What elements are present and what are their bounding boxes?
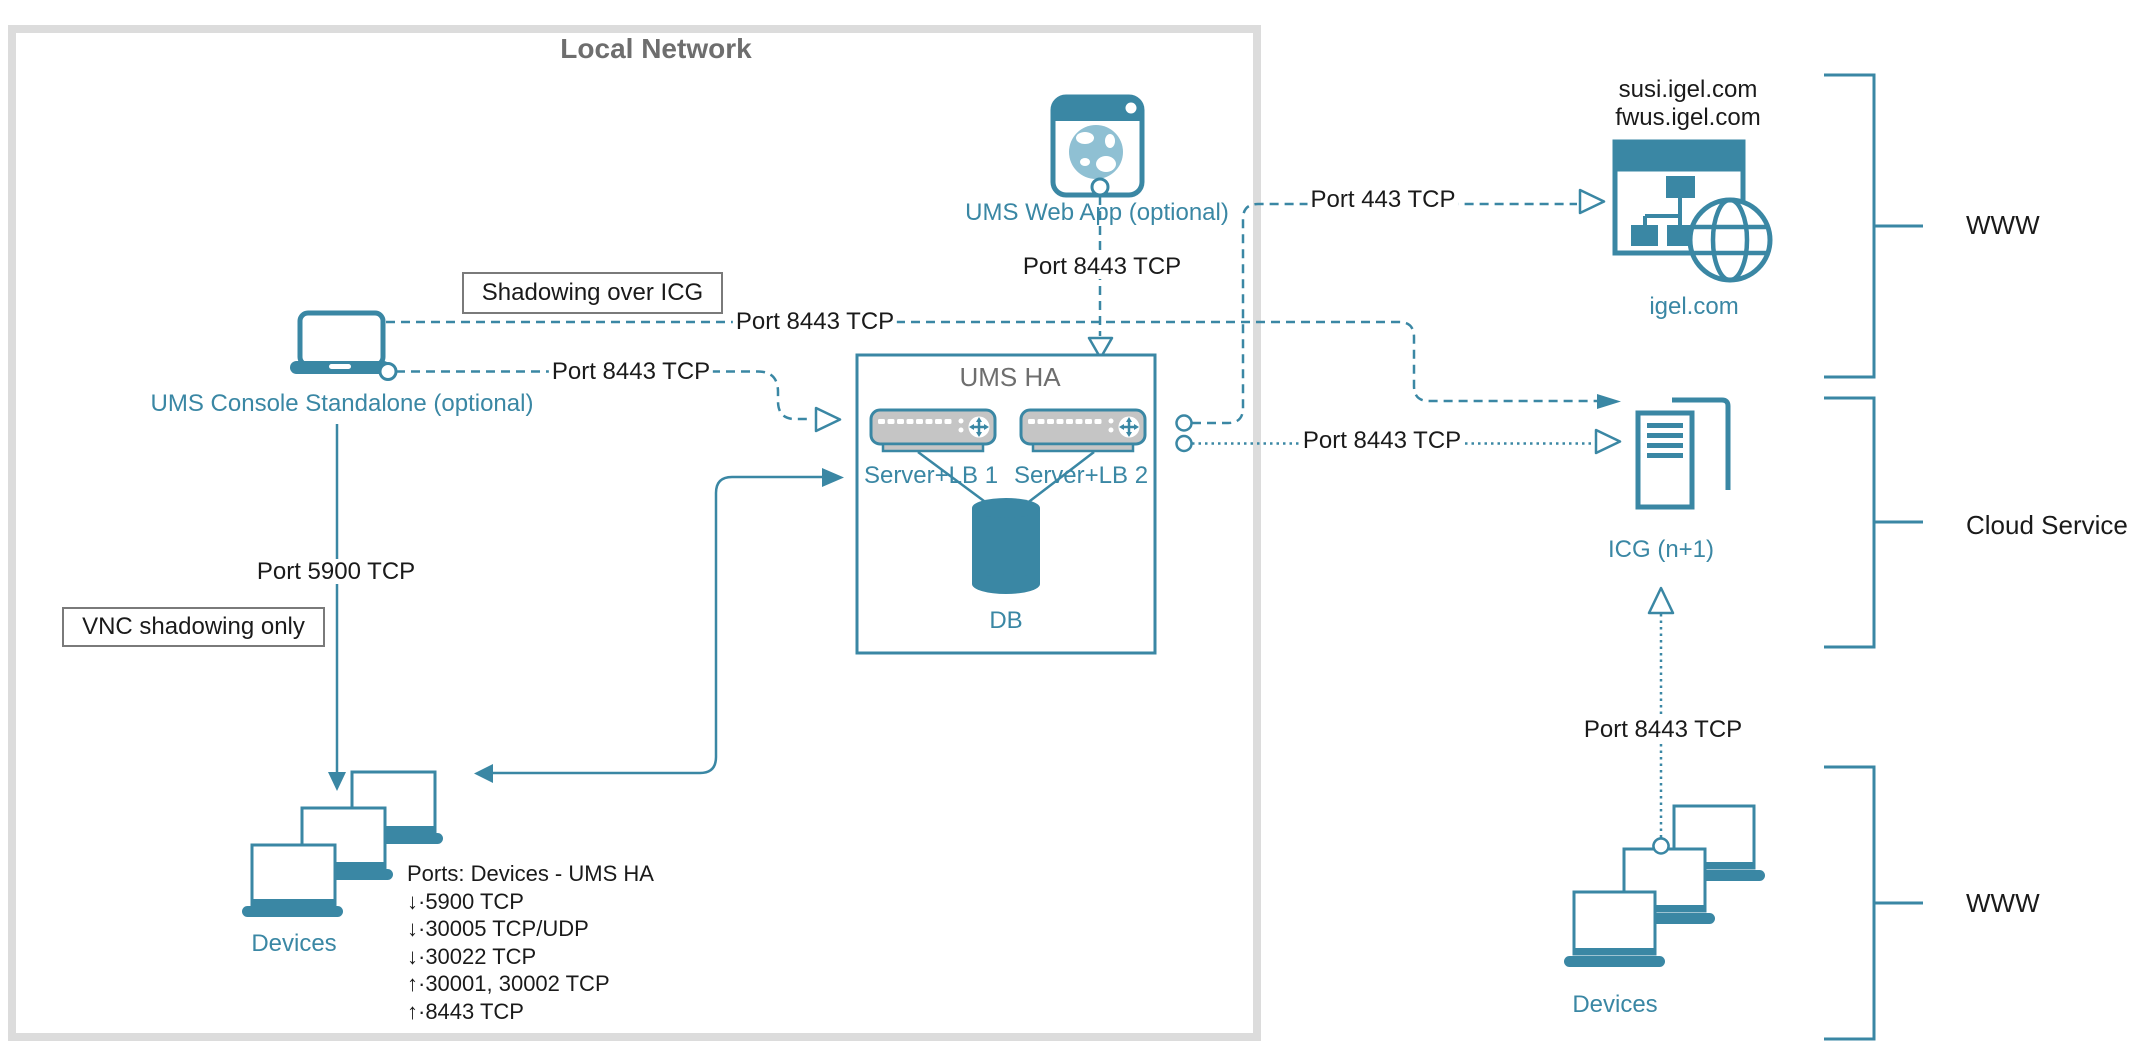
edge-console-to-icg-dashed: [386, 320, 1621, 409]
callout-shadowing-over-icg: Shadowing over ICG: [462, 272, 723, 314]
edge-ums-ha-to-icg-dotted: [1175, 428, 1622, 455]
edge-console-to-devices: [328, 424, 346, 791]
ums-console-label: UMS Console Standalone (optional): [150, 390, 534, 417]
igel-domain-susi: susi.igel.com: [1618, 76, 1758, 103]
port-label-devices-icg: Port 8443 TCP: [1580, 717, 1746, 742]
igel-domain-fwus: fwus.igel.com: [1615, 104, 1761, 131]
icg-icon: [1635, 397, 1731, 510]
local-network-title: Local Network: [560, 33, 752, 64]
ports-note-line: ↑·30001, 30002 TCP: [407, 971, 610, 996]
callout-vnc-shadowing-only: VNC shadowing only: [62, 607, 325, 647]
ums-web-app-label: UMS Web App (optional): [965, 199, 1229, 226]
callout-shadowing-text: Shadowing over ICG: [481, 279, 704, 306]
igel-com-icon: [1612, 139, 1773, 283]
ports-note-line: ↑·8443 TCP: [407, 998, 524, 1024]
edge-ums-ha-to-igel-dashed: [1175, 188, 1606, 432]
laptop-icon: [1564, 890, 1665, 967]
ports-note-line: ↓·30022 TCP: [407, 943, 537, 969]
globe-icon: [1687, 197, 1773, 283]
edge-console-to-ums-ha-dashed: [396, 370, 842, 433]
devices-local-label: Devices: [251, 930, 337, 957]
bracket-www-top: [1824, 73, 1923, 379]
server-lb2-icon: [1019, 408, 1147, 453]
zone-www-bottom-label: WWW: [1966, 888, 2040, 918]
database-icon: [972, 498, 1040, 594]
server-lb1-icon: [869, 408, 997, 453]
zone-www-top-label: WWW: [1966, 210, 2040, 240]
port-label-console-devices: Port 5900 TCP: [253, 559, 419, 584]
port-label-umsha-icg: Port 8443 TCP: [1299, 428, 1465, 453]
devices-remote-label: Devices: [1572, 991, 1658, 1018]
ports-note: Ports: Devices - UMS HA ↓·5900 TCP ↓·300…: [407, 860, 654, 1025]
edge-webapp-to-ums-ha-dashed: [1087, 196, 1114, 360]
ums-ha-box: [855, 353, 1157, 655]
devices-local-icon: [242, 770, 443, 917]
port-label-console-icg: Port 8443 TCP: [732, 309, 898, 334]
bracket-cloud-service: [1824, 396, 1923, 649]
bracket-www-bottom: [1824, 765, 1923, 1041]
port-label-webapp-umsha: Port 8443 TCP: [1019, 254, 1185, 279]
ums-console-laptop-icon: [290, 310, 398, 381]
ums-ha-title: UMS HA: [959, 362, 1061, 392]
zone-cloud-service-label: Cloud Service: [1966, 510, 2128, 540]
icg-label: ICG (n+1): [1607, 536, 1715, 563]
ports-note-line: ↓·30005 TCP/UDP: [407, 916, 589, 941]
edge-devices-to-ums-ha: [474, 468, 844, 783]
port-label-console-umsha: Port 8443 TCP: [548, 359, 714, 384]
server-lb2-label: Server+LB 2: [1013, 462, 1149, 489]
server-lb1-label: Server+LB 1: [863, 462, 999, 489]
ums-web-app-icon: [1050, 94, 1145, 198]
laptop-icon: [242, 843, 343, 917]
globe-icon: [1069, 125, 1123, 179]
ports-note-line: ↓·5900 TCP: [407, 888, 524, 914]
callout-vnc-text: VNC shadowing only: [82, 613, 305, 640]
port-label-umsha-igel: Port 443 TCP: [1307, 187, 1459, 212]
igel-com-label: igel.com: [1649, 293, 1739, 320]
ports-note-title: Ports: Devices - UMS HA: [407, 861, 654, 886]
devices-remote-icon: [1564, 804, 1765, 967]
db-label: DB: [989, 607, 1023, 634]
